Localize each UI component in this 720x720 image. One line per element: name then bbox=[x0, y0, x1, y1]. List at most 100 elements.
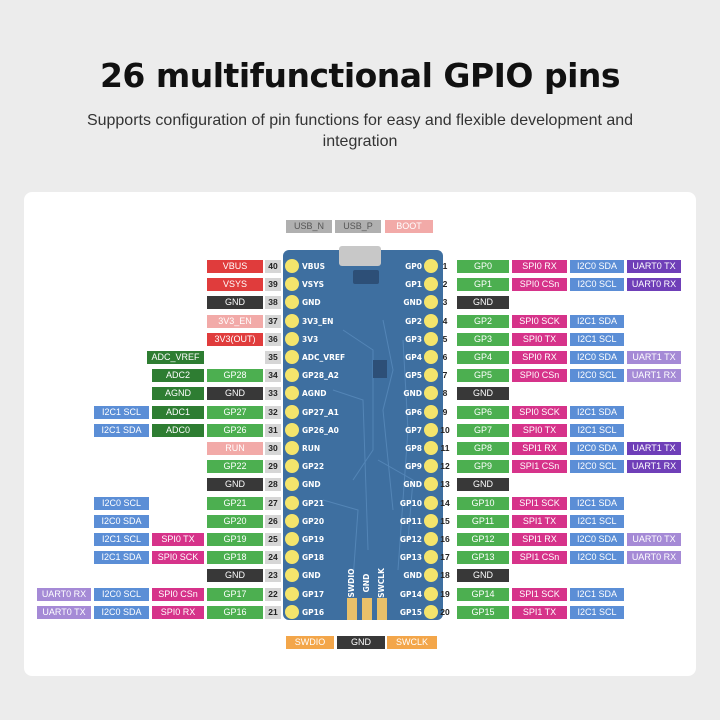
pin-pad bbox=[285, 568, 299, 583]
pin-label-i2c1-scl: I2C1 SCL bbox=[570, 514, 624, 528]
pin-pad bbox=[424, 259, 438, 273]
silkscreen-label: GND bbox=[302, 298, 321, 308]
pin-label-i2c0-scl: I2C0 SCL bbox=[570, 278, 624, 292]
pin-label-spi1-rx: SPI1 RX bbox=[512, 442, 567, 455]
silkscreen-label: GP2 bbox=[405, 316, 422, 326]
pin-number-26: 26 bbox=[265, 514, 281, 528]
silkscreen-label: GP6 bbox=[405, 407, 422, 417]
silkscreen-label: VSYS bbox=[302, 280, 325, 290]
pin-number-2: 2 bbox=[442, 279, 448, 290]
pin-label-gp12: GP12 bbox=[457, 533, 509, 546]
pin-pad bbox=[424, 441, 438, 455]
pin-number-31: 31 bbox=[265, 423, 281, 437]
pin-label-3v3-out-: 3V3(OUT) bbox=[207, 332, 263, 346]
silkscreen-label: GND bbox=[403, 389, 422, 399]
pin-pad bbox=[285, 259, 299, 273]
usb-c-connector bbox=[339, 246, 381, 266]
pin-pad bbox=[285, 386, 299, 401]
pin-label-i2c0-scl: I2C0 SCL bbox=[94, 587, 149, 601]
pin-number-12: 12 bbox=[440, 461, 450, 472]
pin-label-i2c0-scl: I2C0 SCL bbox=[94, 496, 149, 510]
pin-label-spi1-sck: SPI1 SCK bbox=[512, 587, 567, 601]
pin-label-uart0-tx: UART0 TX bbox=[627, 260, 681, 273]
pin-label-spi1-rx: SPI1 RX bbox=[512, 533, 567, 546]
pin-pad bbox=[424, 495, 438, 510]
pin-label-i2c1-scl: I2C1 SCL bbox=[94, 405, 149, 419]
pin-number-3: 3 bbox=[442, 297, 448, 308]
silkscreen-label: AGND bbox=[302, 389, 327, 399]
pin-pad bbox=[285, 441, 299, 455]
pin-label-spi0-rx: SPI0 RX bbox=[512, 260, 567, 273]
silkscreen-label: RUN bbox=[302, 444, 321, 453]
pin-label-spi0-tx: SPI0 TX bbox=[152, 533, 204, 546]
pin-label-gp27: GP27 bbox=[207, 405, 263, 419]
pin-label-gp3: GP3 bbox=[457, 332, 509, 346]
pin-pad bbox=[285, 404, 299, 419]
pin-number-33: 33 bbox=[265, 387, 281, 401]
pin-number-5: 5 bbox=[442, 333, 448, 344]
pin-pad bbox=[285, 368, 299, 383]
pin-label-adc0: ADC0 bbox=[152, 423, 204, 437]
silkscreen-label: GND bbox=[302, 480, 321, 490]
silkscreen-label: GND bbox=[403, 480, 422, 490]
pin-pad bbox=[285, 422, 299, 437]
pin-label-i2c1-scl: I2C1 SCL bbox=[570, 605, 624, 619]
pin-number-14: 14 bbox=[440, 497, 450, 508]
pin-label-i2c1-scl: I2C1 SCL bbox=[570, 332, 624, 346]
pin-pad bbox=[424, 404, 438, 419]
silkscreen-label: GP20 bbox=[302, 516, 325, 526]
pin-label-gnd: GND bbox=[457, 478, 509, 492]
pin-label-gp1: GP1 bbox=[457, 278, 509, 292]
pin-pad bbox=[285, 295, 299, 310]
pin-label-gp16: GP16 bbox=[207, 605, 263, 619]
top-label-usb-n: USB_N bbox=[286, 220, 332, 233]
pin-number-11: 11 bbox=[440, 443, 450, 453]
silkscreen-label: 3V3_EN bbox=[302, 316, 334, 326]
pin-label-uart0-tx: UART0 TX bbox=[627, 533, 681, 546]
silkscreen-label: GP11 bbox=[399, 516, 422, 526]
pin-label-gp8: GP8 bbox=[457, 442, 509, 455]
pin-number-10: 10 bbox=[440, 424, 450, 435]
pin-pad bbox=[424, 550, 438, 565]
pin-label-gp28: GP28 bbox=[207, 369, 263, 383]
pin-number-38: 38 bbox=[265, 296, 281, 310]
silkscreen-label: GP27_A1 bbox=[302, 407, 339, 417]
pin-number-17: 17 bbox=[440, 552, 450, 563]
pin-pad bbox=[285, 550, 299, 565]
pin-label-run: RUN bbox=[207, 442, 263, 455]
pin-pad bbox=[424, 386, 438, 401]
swd-pad bbox=[377, 598, 387, 620]
silkscreen-label: GP15 bbox=[399, 607, 422, 617]
silkscreen-label: GP12 bbox=[399, 535, 422, 544]
pin-label-spi0-tx: SPI0 TX bbox=[512, 423, 567, 437]
pin-number-40: 40 bbox=[265, 260, 281, 273]
pin-pad bbox=[424, 532, 438, 546]
pin-number-9: 9 bbox=[442, 406, 448, 417]
pin-label-adc2: ADC2 bbox=[152, 369, 204, 383]
silkscreen-label: 3V3 bbox=[302, 334, 319, 344]
silkscreen-label: GP1 bbox=[405, 280, 422, 290]
pin-label-i2c1-sda: I2C1 SDA bbox=[94, 423, 149, 437]
pin-label-gp15: GP15 bbox=[457, 605, 509, 619]
silkscreen-label: GP18 bbox=[302, 553, 325, 563]
pin-label-i2c0-sda: I2C0 SDA bbox=[570, 260, 624, 273]
pin-label-spi0-rx: SPI0 RX bbox=[512, 351, 567, 364]
pin-label-spi0-tx: SPI0 TX bbox=[512, 332, 567, 346]
silkscreen-label: VBUS bbox=[302, 262, 326, 271]
pin-label-gp21: GP21 bbox=[207, 496, 263, 510]
pin-label-uart0-rx: UART0 RX bbox=[37, 587, 91, 601]
pin-label-spi1-csn: SPI1 CSn bbox=[512, 460, 567, 474]
pin-label-uart0-rx: UART0 RX bbox=[627, 551, 681, 565]
silkscreen-label: GP8 bbox=[405, 444, 422, 453]
pin-label-agnd: AGND bbox=[152, 387, 204, 401]
pin-number-6: 6 bbox=[442, 352, 448, 362]
pin-number-16: 16 bbox=[440, 534, 450, 544]
pin-number-34: 34 bbox=[265, 369, 281, 383]
bottom-label-swclk: SWCLK bbox=[387, 636, 437, 649]
silkscreen-label: GP5 bbox=[405, 371, 422, 381]
pin-number-20: 20 bbox=[440, 606, 450, 617]
pin-label-gp17: GP17 bbox=[207, 587, 263, 601]
pin-label-gp13: GP13 bbox=[457, 551, 509, 565]
pin-pad bbox=[285, 532, 299, 546]
pin-pad bbox=[285, 586, 299, 601]
